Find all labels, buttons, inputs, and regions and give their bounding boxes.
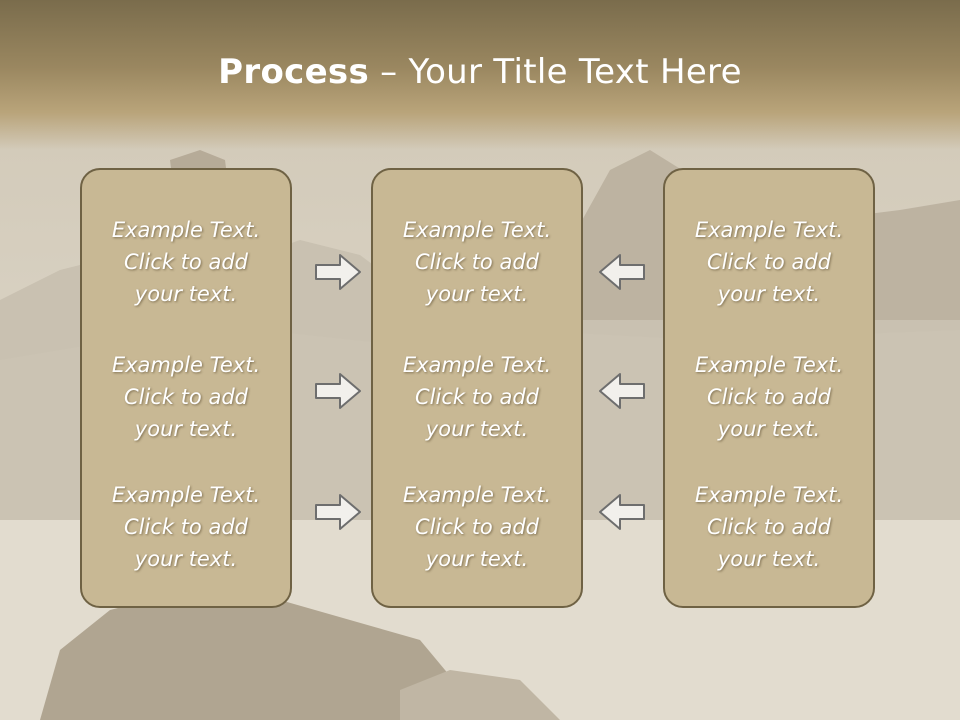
process-box-left[interactable]: Example Text. Click to add your text. Exam…: [80, 168, 292, 608]
right-arrow-icon[interactable]: [314, 371, 362, 411]
title-rest: – Your Title Text Here: [369, 52, 742, 92]
text-block[interactable]: Example Text. Click to add your text.: [82, 214, 290, 310]
text-line: Click to add: [414, 250, 539, 274]
text-line: Click to add: [706, 250, 831, 274]
text-block[interactable]: Example Text. Click to add your text.: [373, 214, 581, 310]
text-line: Example Text.: [694, 483, 844, 507]
right-arrow-icon[interactable]: [314, 492, 362, 532]
text-line: Click to add: [123, 250, 248, 274]
process-box-right[interactable]: Example Text. Click to add your text. Exam…: [663, 168, 875, 608]
text-line: your text.: [717, 417, 821, 441]
text-line: Example Text.: [402, 353, 552, 377]
left-arrow-icon[interactable]: [598, 371, 646, 411]
text-line: Example Text.: [694, 353, 844, 377]
text-block[interactable]: Example Text. Click to add your text.: [665, 349, 873, 445]
text-line: Click to add: [123, 515, 248, 539]
text-line: Example Text.: [402, 483, 552, 507]
process-box-center[interactable]: Example Text. Click to add your text. Exam…: [371, 168, 583, 608]
text-line: your text.: [134, 282, 238, 306]
text-line: your text.: [425, 417, 529, 441]
text-line: Click to add: [706, 385, 831, 409]
text-line: Click to add: [706, 515, 831, 539]
text-line: your text.: [717, 547, 821, 571]
text-line: Example Text.: [111, 218, 261, 242]
text-line: Example Text.: [111, 353, 261, 377]
title-banner: [0, 0, 960, 150]
text-block[interactable]: Example Text. Click to add your text.: [665, 479, 873, 575]
right-arrow-icon[interactable]: [314, 252, 362, 292]
left-arrow-icon[interactable]: [598, 252, 646, 292]
text-line: your text.: [134, 547, 238, 571]
text-line: Example Text.: [402, 218, 552, 242]
text-line: Click to add: [414, 515, 539, 539]
text-block[interactable]: Example Text. Click to add your text.: [373, 349, 581, 445]
title-strong: Process: [218, 52, 370, 92]
text-line: Example Text.: [694, 218, 844, 242]
text-line: your text.: [425, 547, 529, 571]
left-arrow-icon[interactable]: [598, 492, 646, 532]
slide-title[interactable]: Process – Your Title Text Here: [0, 52, 960, 92]
text-line: your text.: [134, 417, 238, 441]
text-block[interactable]: Example Text. Click to add your text.: [82, 479, 290, 575]
text-line: Click to add: [123, 385, 248, 409]
text-block[interactable]: Example Text. Click to add your text.: [665, 214, 873, 310]
text-line: your text.: [425, 282, 529, 306]
text-line: your text.: [717, 282, 821, 306]
text-line: Example Text.: [111, 483, 261, 507]
text-block[interactable]: Example Text. Click to add your text.: [82, 349, 290, 445]
text-line: Click to add: [414, 385, 539, 409]
text-block[interactable]: Example Text. Click to add your text.: [373, 479, 581, 575]
